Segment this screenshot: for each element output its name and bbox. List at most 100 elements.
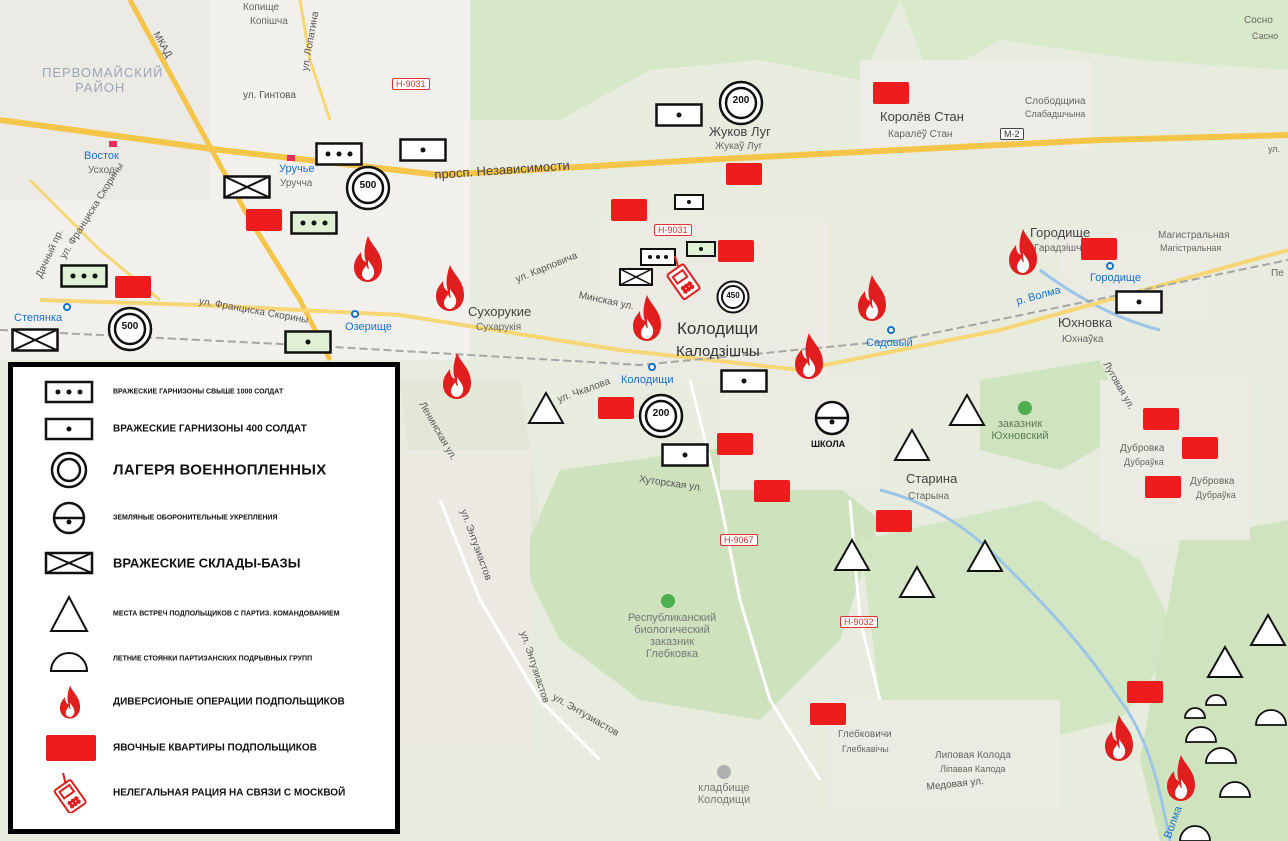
garrison-400-marker[interactable] bbox=[1115, 290, 1163, 314]
garrison-400-marker[interactable] bbox=[655, 103, 703, 127]
label-slobodshchina: Слободщина bbox=[1025, 96, 1086, 107]
depot-marker[interactable] bbox=[619, 268, 653, 286]
label-gorodishche-by: Гарадзішча bbox=[1034, 243, 1087, 254]
pow-camp-marker[interactable]: 500 bbox=[345, 165, 391, 211]
safehouse-marker[interactable] bbox=[726, 163, 762, 185]
pow-camp-icon bbox=[50, 451, 88, 489]
camp-semicircle-icon bbox=[49, 652, 89, 672]
pow-camp-count: 200 bbox=[732, 95, 750, 106]
pow-camp-count: 500 bbox=[121, 321, 139, 332]
label-zhukov: Жуков Луг bbox=[709, 124, 771, 139]
label-vostok-by: Усход bbox=[88, 165, 115, 176]
safehouse-marker[interactable] bbox=[598, 397, 634, 419]
label-glebkovichi-by: Глебкавічы bbox=[842, 744, 889, 754]
label-uruchye: Уручье bbox=[279, 163, 315, 175]
pow-camp-marker[interactable]: 200 bbox=[638, 393, 684, 439]
label-kopishcha: Копище bbox=[243, 2, 280, 13]
safehouse-marker[interactable] bbox=[718, 240, 754, 262]
label-kolodishchi-station: Колодищи bbox=[621, 374, 674, 386]
garrison-400-marker[interactable] bbox=[720, 369, 768, 393]
label-yukhnovka-by: Юхнаўка bbox=[1062, 334, 1104, 345]
garrison-400-marker[interactable] bbox=[284, 330, 332, 354]
garrison-400-marker[interactable] bbox=[661, 443, 709, 467]
school-label: ШКОЛА bbox=[811, 439, 846, 449]
earthworks-icon bbox=[52, 501, 86, 535]
garrison-1000-icon bbox=[44, 380, 94, 404]
meeting-triangle-icon bbox=[1249, 612, 1287, 646]
radio-marker[interactable] bbox=[656, 256, 712, 302]
safehouse-marker[interactable] bbox=[246, 209, 282, 231]
label-dubrovka-2: Дубровка bbox=[1190, 476, 1235, 487]
legend-label: ЯВОЧНЫЕ КВАРТИРЫ ПОДПОЛЬЩИКОВ bbox=[113, 742, 317, 754]
label-dubrovka-2-by: Дубраўка bbox=[1196, 490, 1236, 500]
safehouse-marker[interactable] bbox=[876, 510, 912, 532]
label-starina: Старина bbox=[906, 471, 958, 486]
depot-marker[interactable] bbox=[11, 328, 59, 352]
pow-camp-count: 200 bbox=[652, 408, 670, 419]
label-korolev: Королёв Стан bbox=[880, 109, 964, 124]
safehouse-marker[interactable] bbox=[754, 480, 790, 502]
legend-item-meetings: МЕСТА ВСТРЕЧ ПОДПОЛЬЩИКОВ С ПАРТИЗ. КОМА… bbox=[13, 594, 405, 634]
label-magistralnaya: Магистральная bbox=[1158, 230, 1230, 241]
legend-item-sabotage: ДИВЕРСИОНЫЕ ОПЕРАЦИИ ПОДПОЛЬЩИКОВ bbox=[13, 682, 405, 722]
safehouse-marker[interactable] bbox=[1127, 681, 1163, 703]
safehouse-icon bbox=[46, 735, 96, 761]
label-korolev-by: Каралёў Стан bbox=[888, 129, 953, 140]
meeting-triangle-icon bbox=[893, 427, 931, 461]
pow-camp-marker[interactable]: 500 bbox=[107, 306, 153, 352]
garrison-400-marker[interactable] bbox=[686, 241, 716, 257]
label-uruchye-by: Уручча bbox=[280, 178, 313, 189]
meeting-triangle-icon bbox=[966, 538, 1004, 572]
pow-camp-marker[interactable]: 450 bbox=[716, 280, 750, 314]
safehouse-marker[interactable] bbox=[611, 199, 647, 221]
safehouse-marker[interactable] bbox=[1145, 476, 1181, 498]
garrison-400-marker[interactable] bbox=[674, 194, 704, 210]
safehouse-marker[interactable] bbox=[717, 433, 753, 455]
label-ozerishche: Озерище bbox=[345, 321, 392, 333]
safehouse-marker[interactable] bbox=[1143, 408, 1179, 430]
legend-label: ДИВЕРСИОНЫЕ ОПЕРАЦИИ ПОДПОЛЬЩИКОВ bbox=[113, 696, 345, 708]
legend-item-garrison-400: ВРАЖЕСКИЕ ГАРНИЗОНЫ 400 СОЛДАТ bbox=[13, 409, 405, 449]
garrison-400-marker[interactable] bbox=[399, 138, 447, 162]
depot-icon bbox=[44, 551, 94, 575]
legend-label: ВРАЖЕСКИЕ ГАРНИЗОНЫ СВЫШЕ 1000 СОЛДАТ bbox=[113, 388, 284, 396]
earthworks-marker[interactable]: ШКОЛА bbox=[808, 400, 856, 460]
label-district-rayon: РАЙОН bbox=[75, 80, 126, 95]
label-kolodishchi-by: Калодзішчы bbox=[676, 343, 760, 360]
pow-camp-count: 500 bbox=[359, 180, 377, 191]
depot-marker[interactable] bbox=[223, 175, 271, 199]
label-sukhorukie-by: Сухарукія bbox=[476, 322, 522, 333]
legend-item-earthworks: ЗЕМЛЯНЫЕ ОБОРОНИТЕЛЬНЫЕ УКРЕПЛЕНИЯ bbox=[13, 498, 405, 538]
safehouse-marker[interactable] bbox=[1182, 437, 1218, 459]
meeting-triangle-icon bbox=[49, 594, 89, 632]
map-legend: ВРАЖЕСКИЕ ГАРНИЗОНЫ СВЫШЕ 1000 СОЛДАТ ВР… bbox=[8, 362, 400, 834]
legend-item-depots: ВРАЖЕСКИЕ СКЛАДЫ-БАЗЫ bbox=[13, 543, 405, 583]
garrison-1000-marker[interactable] bbox=[315, 142, 363, 166]
label-gorodishche: Городище bbox=[1030, 225, 1091, 240]
sabotage-flame-icon bbox=[59, 685, 81, 719]
garrison-1000-marker[interactable] bbox=[60, 264, 108, 288]
garrison-1000-marker[interactable] bbox=[290, 211, 338, 235]
safehouse-marker[interactable] bbox=[810, 703, 846, 725]
camp-semicircle-icon bbox=[1185, 726, 1217, 743]
label-gorodishche-station: Городище bbox=[1090, 272, 1141, 284]
garrison-400-icon bbox=[44, 417, 94, 441]
shield-h9067: Н-9067 bbox=[720, 534, 758, 546]
legend-label: НЕЛЕГАЛЬНАЯ РАЦИЯ НА СВЯЗИ С МОСКВОЙ bbox=[113, 787, 346, 799]
safehouse-marker[interactable] bbox=[115, 276, 151, 298]
label-kopishcha-by: Копішча bbox=[250, 16, 288, 27]
legend-item-radio: НЕЛЕГАЛЬНАЯ РАЦИЯ НА СВЯЗИ С МОСКВОЙ bbox=[13, 773, 405, 813]
camp-semicircle-icon bbox=[1205, 694, 1227, 706]
safehouse-marker[interactable] bbox=[1081, 238, 1117, 260]
meeting-triangle-icon bbox=[948, 392, 986, 426]
safehouse-marker[interactable] bbox=[873, 82, 909, 104]
pow-camp-marker[interactable]: 200 bbox=[718, 80, 764, 126]
radio-icon bbox=[53, 773, 87, 813]
label-kolodishchi: Колодищи bbox=[677, 319, 759, 338]
meeting-triangle-icon bbox=[898, 564, 936, 598]
legend-label: ВРАЖЕСКИЕ СКЛАДЫ-БАЗЫ bbox=[113, 555, 301, 571]
